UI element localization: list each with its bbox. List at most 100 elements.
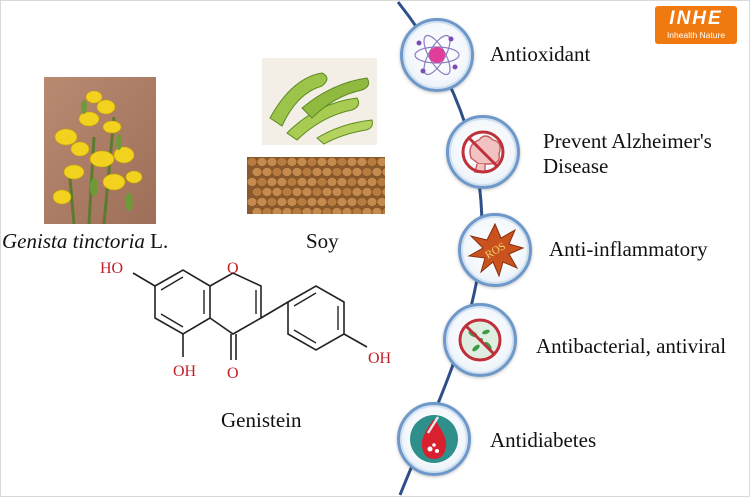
soybean (291, 187, 303, 197)
soybean (371, 207, 383, 214)
soybean (286, 177, 298, 187)
soybean (351, 167, 363, 177)
soybean (361, 167, 373, 177)
benefit-label-antibacterial: Antibacterial, antiviral (536, 334, 727, 358)
benefit-label-antidiabetes: Antidiabetes (490, 428, 597, 452)
soybean (376, 177, 385, 187)
inhe-logo: INHE Inhealth Nature (655, 6, 737, 44)
compound-name: Genistein (221, 408, 302, 432)
soybean (331, 207, 343, 214)
atom-ring-o: O (227, 260, 239, 277)
genistein-structure: HO O OH O OH (100, 260, 392, 382)
soybean (296, 197, 308, 207)
benefit-label-anti-inflammatory: Anti-inflammatory (549, 237, 708, 261)
benefit-label-alzheimers: Prevent Alzheimer's Disease (543, 129, 712, 178)
soybean (271, 207, 283, 214)
soybean (341, 167, 353, 177)
soybean (271, 187, 283, 197)
soybean (266, 157, 278, 167)
soybean (351, 187, 363, 197)
soybean (316, 157, 328, 167)
atom-oh-right: OH (368, 350, 392, 367)
soybean (361, 187, 373, 197)
soybean (256, 177, 268, 187)
atom-icon (400, 18, 474, 92)
soybean (371, 187, 383, 197)
soybean (331, 187, 343, 197)
soybean (376, 197, 385, 207)
soybean (356, 197, 368, 207)
soybean (261, 207, 273, 214)
soybean (326, 177, 338, 187)
soybean (247, 177, 258, 187)
soybean (286, 157, 298, 167)
soybean (336, 177, 348, 187)
soybean (276, 197, 288, 207)
atom-oh-bottom: OH (173, 363, 197, 380)
soybean (276, 177, 288, 187)
soybean (251, 187, 263, 197)
soybean (266, 197, 278, 207)
soybean (346, 177, 358, 187)
soybean (341, 187, 353, 197)
soybean (381, 187, 385, 197)
blood-drop-icon (397, 402, 471, 476)
soybean (256, 197, 268, 207)
soybean (346, 157, 358, 167)
soybean (371, 167, 383, 177)
soybean (251, 167, 263, 177)
ros-burst-icon: ROS (458, 213, 532, 287)
soybean (301, 167, 313, 177)
soybean (286, 197, 298, 207)
soybean (251, 207, 263, 214)
soybean (366, 197, 378, 207)
logo-tagline: Inhealth Nature (666, 30, 726, 40)
soybean (366, 157, 378, 167)
soybean (356, 157, 368, 167)
soybean (381, 207, 385, 214)
soybean (341, 207, 353, 214)
soybean (331, 167, 343, 177)
soybean (356, 177, 368, 187)
soybean (381, 167, 385, 177)
soybean (306, 177, 318, 187)
soybean (326, 157, 338, 167)
soybean (291, 207, 303, 214)
soybean (366, 177, 378, 187)
no-bacteria-icon (443, 303, 517, 377)
soybean (351, 207, 363, 214)
soy-caption: Soy (306, 229, 339, 253)
atom-carbonyl-o: O (227, 365, 239, 382)
soybean (376, 157, 385, 167)
soybean (306, 197, 318, 207)
soybean (311, 187, 323, 197)
no-brain-icon (446, 115, 520, 189)
soybean (336, 197, 348, 207)
soybean (316, 197, 328, 207)
soybean (301, 187, 313, 197)
soybean (321, 167, 333, 177)
soybean (266, 177, 278, 187)
soybeans-photo (247, 157, 385, 214)
plant-caption-suffix: L. (144, 229, 169, 253)
soybean (247, 157, 258, 167)
plant-caption-italic: Genista tinctoria (2, 229, 145, 253)
soybean (247, 197, 258, 207)
soybean (301, 207, 313, 214)
soybean (261, 167, 273, 177)
plant-caption: Genista tinctoria L. (2, 229, 168, 254)
soybean (296, 177, 308, 187)
soybean (276, 157, 288, 167)
soybean (346, 197, 358, 207)
soybean (291, 167, 303, 177)
soybean (281, 207, 293, 214)
soybean (326, 197, 338, 207)
soybean (256, 157, 268, 167)
soybean (321, 207, 333, 214)
soybean (296, 157, 308, 167)
soybean (361, 207, 373, 214)
soybean (311, 167, 323, 177)
soybean (271, 167, 283, 177)
soybean (281, 187, 293, 197)
soybean (336, 157, 348, 167)
